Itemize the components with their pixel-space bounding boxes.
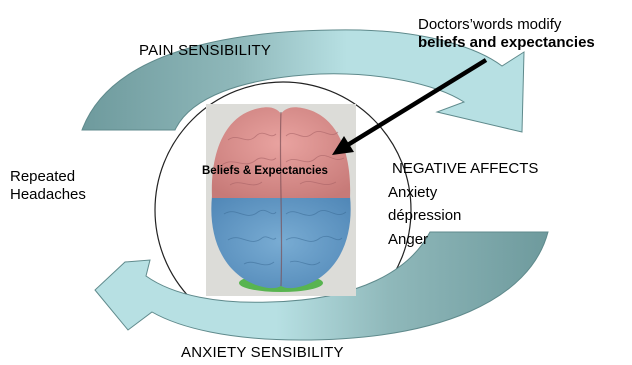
doctors-words-line2: beliefs and expectancies [418, 34, 595, 51]
brain-illustration [211, 107, 350, 292]
depression-label: dépression [388, 207, 461, 225]
doctors-words-line1: Doctors’words modify [418, 16, 595, 34]
anxiety-sensibility-label: ANXIETY SENSIBILITY [181, 344, 344, 362]
negative-affects-label: NEGATIVE AFFECTS [392, 160, 538, 178]
anger-label: Anger [388, 231, 428, 249]
brain-beliefs-label: Beliefs & Expectancies [202, 165, 328, 179]
doctors-words-label: Doctors’words modify beliefs and expecta… [418, 16, 595, 51]
anxiety-label: Anxiety [388, 184, 437, 202]
pain-sensibility-label: PAIN SENSIBILITY [139, 42, 271, 60]
repeated-headaches-label: Repeated Headaches [10, 168, 86, 203]
repeated-headaches-line1: Repeated [10, 168, 86, 186]
repeated-headaches-line2: Headaches [10, 186, 86, 204]
